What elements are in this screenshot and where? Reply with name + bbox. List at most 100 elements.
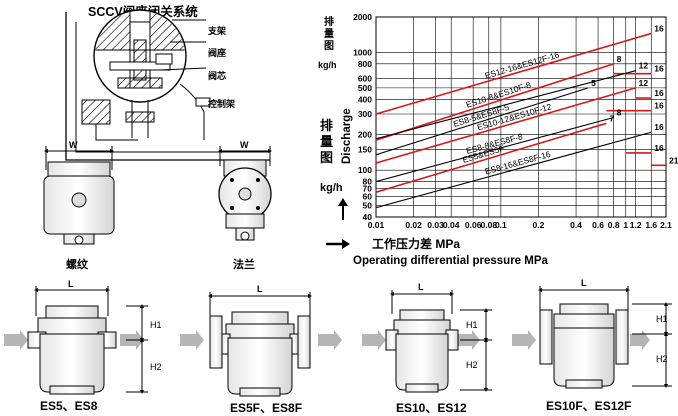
outlet-arrow-icon xyxy=(318,330,342,350)
threaded-valve-view: W 螺纹 xyxy=(43,140,115,271)
model-es10f-es12f: L H1 H2 ES10F、ES12F xyxy=(512,278,672,413)
x-title-en: Operating differential pressure MPa xyxy=(353,255,549,267)
model-es5-es8: L H1 H2 ES5、ES8 xyxy=(4,279,162,413)
y-tick-label: 600 xyxy=(358,74,372,84)
model-es10-es12: L H1 H2 ES10、ES12 xyxy=(362,282,492,415)
model1-dim-l: L xyxy=(68,279,74,289)
x-tick-label: 0.08 xyxy=(481,220,498,230)
y-title-zh-2: 量 xyxy=(320,134,333,149)
y-tick-label: 800 xyxy=(358,59,372,69)
model1-label: ES5、ES8 xyxy=(40,399,98,413)
x-right-arrow-icon xyxy=(326,239,350,249)
model-drawings: L H1 H2 ES5、ES8 L xyxy=(4,278,672,415)
series-end-label: 16 xyxy=(654,101,664,111)
y-tick-label: 400 xyxy=(358,94,372,104)
seat-system-section: SCCV阀座闭关系统 xyxy=(43,4,272,271)
y-tick-label: 70 xyxy=(363,183,373,193)
model2-label: ES5F、ES8F xyxy=(230,401,302,415)
y-tick-label: 60 xyxy=(363,191,373,201)
x-tick-label: 0.1 xyxy=(495,220,507,230)
callout-seat: 阀座 xyxy=(208,47,226,58)
inlet-arrow-icon xyxy=(362,330,386,350)
model3-dim-l: L xyxy=(418,282,424,292)
series-end-label: 7 xyxy=(609,113,614,123)
threaded-label: 螺纹 xyxy=(66,257,89,271)
y-tick-label: 150 xyxy=(358,144,372,154)
series-end-label: 21 xyxy=(669,155,678,165)
model3-dim-h1: H1 xyxy=(466,320,478,330)
flanged-valve-view: W 法兰 xyxy=(218,140,272,271)
inlet-arrow-icon xyxy=(512,330,536,350)
series-line xyxy=(375,87,589,156)
series-end-label: 16 xyxy=(654,122,664,132)
chart-series xyxy=(375,32,666,209)
series-line xyxy=(375,116,614,183)
plot-area xyxy=(375,16,667,218)
flanged-width-label: W xyxy=(240,140,249,150)
y-tick-labels: 4050607080100150200300400500600800100020… xyxy=(353,12,372,222)
x-tick-label: 1.2 xyxy=(630,220,642,230)
model1-dim-h2: H2 xyxy=(150,362,162,372)
series-end-label: 8 xyxy=(617,54,622,64)
series-line xyxy=(375,87,636,164)
y-tick-label: 500 xyxy=(358,83,372,93)
model4-dim-h1: H1 xyxy=(656,314,668,324)
series-end-label: 16 xyxy=(654,143,664,153)
model4-label: ES10F、ES12F xyxy=(546,399,631,413)
series-end-label: 12 xyxy=(639,61,649,71)
series-end-label: 16 xyxy=(654,64,664,74)
series-line xyxy=(375,32,652,115)
y-tick-label: 40 xyxy=(363,212,373,222)
y-tick-label: 1000 xyxy=(353,47,372,57)
flanged-label: 法兰 xyxy=(233,257,255,271)
y-title-top-2: 量 xyxy=(324,27,334,40)
outlet-arrow-icon xyxy=(630,330,650,350)
x-tick-label: 0.4 xyxy=(570,220,582,230)
y-unit: kg/h xyxy=(320,182,343,194)
inlet-arrow-icon xyxy=(4,330,28,350)
series-line xyxy=(375,70,636,140)
y-unit-top: kg/h xyxy=(318,60,337,70)
seat-system-cutaway xyxy=(65,9,270,161)
model4-dim-h2: H2 xyxy=(656,354,668,364)
x-tick-label: 0.04 xyxy=(443,220,460,230)
series-end-label: 12 xyxy=(639,78,649,88)
y-tick-label: 200 xyxy=(358,130,372,140)
y-title-zh-1: 排 xyxy=(320,118,333,133)
callout-bracket: 支架 xyxy=(207,25,226,36)
x-tick-label: 0.06 xyxy=(465,220,482,230)
series-end-label: 16 xyxy=(654,88,664,98)
x-tick-label: 0.03 xyxy=(427,220,444,230)
model2-dim-l: L xyxy=(257,284,263,294)
y-title-top-1: 排 xyxy=(324,15,334,28)
y-title-zh-3: 图 xyxy=(320,150,333,165)
series-line xyxy=(375,122,607,193)
model-es5f-es8f: L ES5F、ES8F xyxy=(180,284,342,415)
x-tick-label: 0.6 xyxy=(592,220,604,230)
model3-label: ES10、ES12 xyxy=(396,401,467,415)
y-up-arrow-icon xyxy=(338,198,348,220)
seat-system-callouts: 支架 阀座 阀芯 控制架 xyxy=(207,25,235,109)
callout-control-bracket: 控制架 xyxy=(208,98,235,109)
y-tick-label: 100 xyxy=(358,165,372,175)
model4-dim-l: L xyxy=(581,278,587,288)
y-title-en: Discharge xyxy=(341,108,353,164)
y-tick-label: 2000 xyxy=(353,12,372,22)
x-tick-label: 0.02 xyxy=(405,220,422,230)
threaded-width-label: W xyxy=(69,140,78,150)
discharge-chart: 排 量 图 kg/h 排 量 图 Discharge kg/h 40506070… xyxy=(318,12,678,267)
callout-plug: 阀芯 xyxy=(208,70,226,81)
series-line xyxy=(375,131,652,209)
series-end-label: 8 xyxy=(617,108,622,118)
series-end-label: 16 xyxy=(654,23,664,33)
model3-dim-h2: H2 xyxy=(466,360,478,370)
x-title-zh: 工作压力差 MPa xyxy=(372,236,460,251)
y-tick-label: 80 xyxy=(363,177,373,187)
x-tick-label: 1 xyxy=(623,220,628,230)
series-end-label: 5 xyxy=(591,78,596,88)
x-tick-label: 2.1 xyxy=(660,220,672,230)
series-line xyxy=(375,63,614,141)
x-tick-label: 0.2 xyxy=(533,220,545,230)
